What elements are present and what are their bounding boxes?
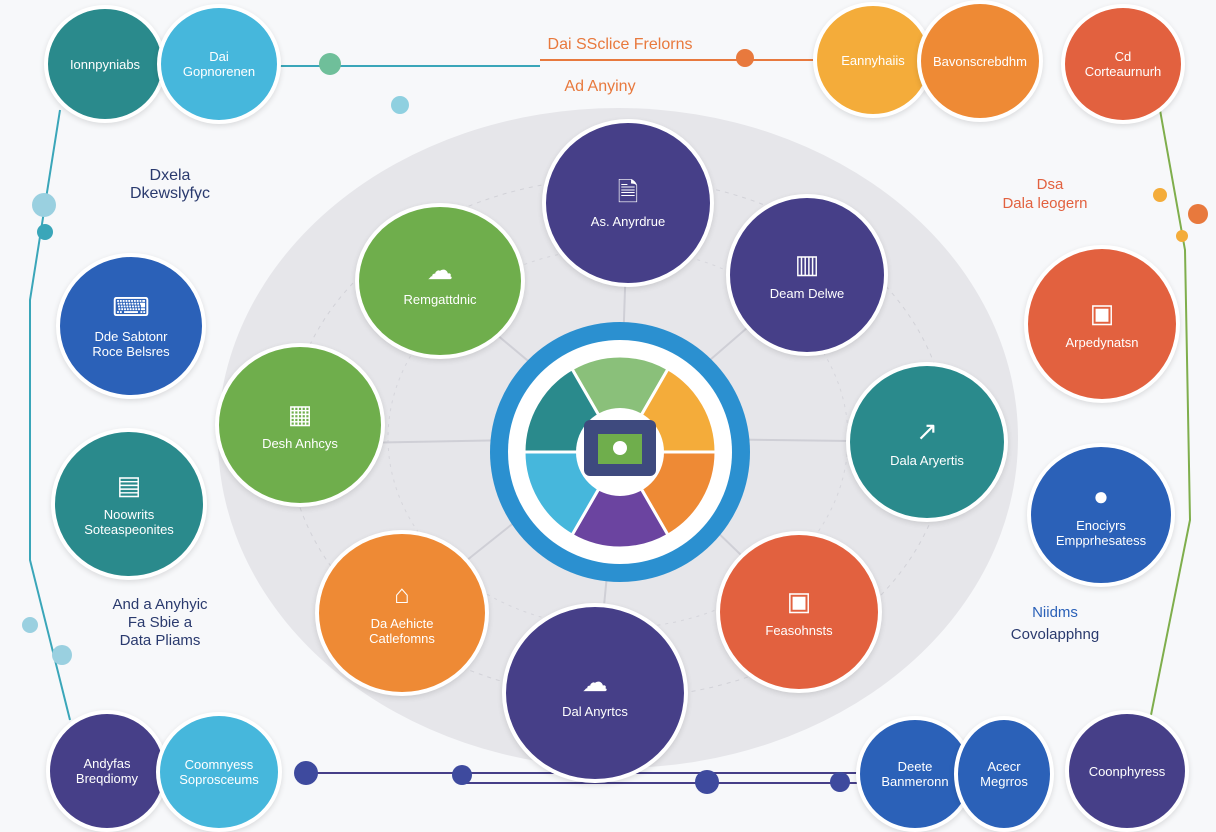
top-node-3: Eannyhaiis: [813, 2, 933, 118]
ring-node-8: ☁ Remgattdnic: [355, 203, 525, 359]
ring-node-1-label: As. Anyrdrue: [590, 213, 666, 229]
bottom-node-5-label: Coonphyress: [1088, 763, 1166, 779]
pin-icon: ●: [1093, 481, 1109, 511]
cloud-icon: ☁: [427, 254, 453, 285]
side-node-4: ● Enociyrs Empprhesatess: [1027, 443, 1175, 587]
side-label-right-bottom-line1: Niidms: [1032, 604, 1078, 621]
ring-node-6-label: Da Aehicte Catlefomns: [369, 616, 435, 646]
side-label-right-top-line1: Dsa: [1036, 176, 1064, 193]
ring-node-2: ▥ Deam Delwe: [726, 194, 888, 356]
table-icon: ▦: [287, 398, 313, 429]
top-node-1-label: Ionnpyniabs: [69, 56, 141, 72]
user-screen-icon-head: [613, 441, 627, 455]
top-node-5-label: Cd Corteaurnurh: [1084, 49, 1162, 79]
side-label-left-top: Dxela Dkewslyfyc: [129, 167, 210, 202]
documents-icon: 🗎: [617, 176, 639, 207]
top-node-2: Dai Gopnorenen: [157, 4, 281, 124]
chart-icon: ↗: [916, 415, 938, 446]
ring-node-5: ☁ Dal Anyrtcs: [502, 603, 688, 783]
ring-node-5-label: Dal Anyrtcs: [562, 703, 628, 719]
side-node-2: ▤ Noowrits Soteaspeonites: [51, 428, 207, 580]
ring-node-3: ↗ Dala Aryertis: [846, 362, 1008, 522]
side-label-right-top-line2: Dala leogern: [1002, 195, 1088, 212]
top-node-4: Bavonscrebdhm: [917, 0, 1043, 122]
bottom-node-2: Coomnyess Soprosceums: [156, 712, 282, 832]
ring-node-6: ⌂ Da Aehicte Catlefomns: [315, 530, 489, 696]
ring-node-4-label: Feasohnsts: [765, 622, 833, 638]
ring-node-7: ▦ Desh Anhcys: [215, 343, 385, 507]
server-icon: ▥: [794, 248, 820, 279]
monitor-icon: ▤: [116, 470, 142, 500]
side-node-4-label: Enociyrs Empprhesatess: [1055, 518, 1147, 548]
side-node-3: ▣ Arpedynatsn: [1024, 245, 1180, 403]
bottom-node-1-label: Andyfas Breqdiomy: [75, 756, 139, 786]
bottom-node-1: Andyfas Breqdiomy: [46, 710, 168, 832]
diagram-subtitle: Ad Anyiny: [564, 78, 636, 95]
bottom-node-3: Deete Banmeronn: [856, 716, 974, 832]
camera-icon: ▣: [786, 585, 812, 616]
top-node-1: Ionnpyniabs: [44, 5, 166, 123]
hub-segment-1: [569, 354, 671, 455]
decorative-dots: [22, 49, 1208, 794]
keyboard-icon: ⌨: [112, 292, 150, 322]
side-node-3-label: Arpedynatsn: [1065, 334, 1139, 350]
building-icon: ⌂: [394, 579, 410, 609]
side-node-1-label: Dde Sabtonr Roce Belsres: [92, 329, 170, 359]
ring-node-4: ▣ Feasohnsts: [716, 531, 882, 693]
hub-segment-4: [569, 449, 671, 550]
ring-node-3-label: Dala Aryertis: [890, 452, 964, 468]
bottom-node-4: Acecr Megrros: [954, 716, 1054, 832]
cloud-graph-icon: ☁: [582, 666, 608, 697]
side-label-left-bottom: And a Anyhyic Fa Sbie a Data Pliams: [112, 596, 208, 649]
top-node-2-label: Dai Gopnorenen: [182, 49, 256, 79]
top-node-5: Cd Corteaurnurh: [1061, 4, 1185, 124]
ring-node-1: 🗎 As. Anyrdrue: [542, 119, 714, 287]
side-node-2-label: Noowrits Soteaspeonites: [84, 507, 174, 537]
bottom-node-2-label: Coomnyess Soprosceums: [179, 757, 259, 787]
bottom-node-5: Coonphyress: [1065, 710, 1189, 832]
image-icon: ▣: [1089, 297, 1115, 328]
diagram-title: Dai SSclice Frelorns: [547, 36, 693, 53]
side-node-1: ⌨ Dde Sabtonr Roce Belsres: [56, 253, 206, 399]
top-node-3-label: Eannyhaiis: [841, 52, 905, 68]
bottom-node-4-label: Acecr Megrros: [980, 759, 1028, 789]
top-node-4-label: Bavonscrebdhm: [933, 53, 1027, 69]
hub: [490, 322, 750, 582]
ring-node-7-label: Desh Anhcys: [262, 435, 338, 451]
side-label-right-bottom-line2: Covolapphng: [1010, 626, 1100, 643]
ring-node-2-label: Deam Delwe: [769, 285, 845, 301]
ring-node-8-label: Remgattdnic: [403, 291, 477, 307]
bottom-node-3-label: Deete Banmeronn: [881, 759, 949, 789]
